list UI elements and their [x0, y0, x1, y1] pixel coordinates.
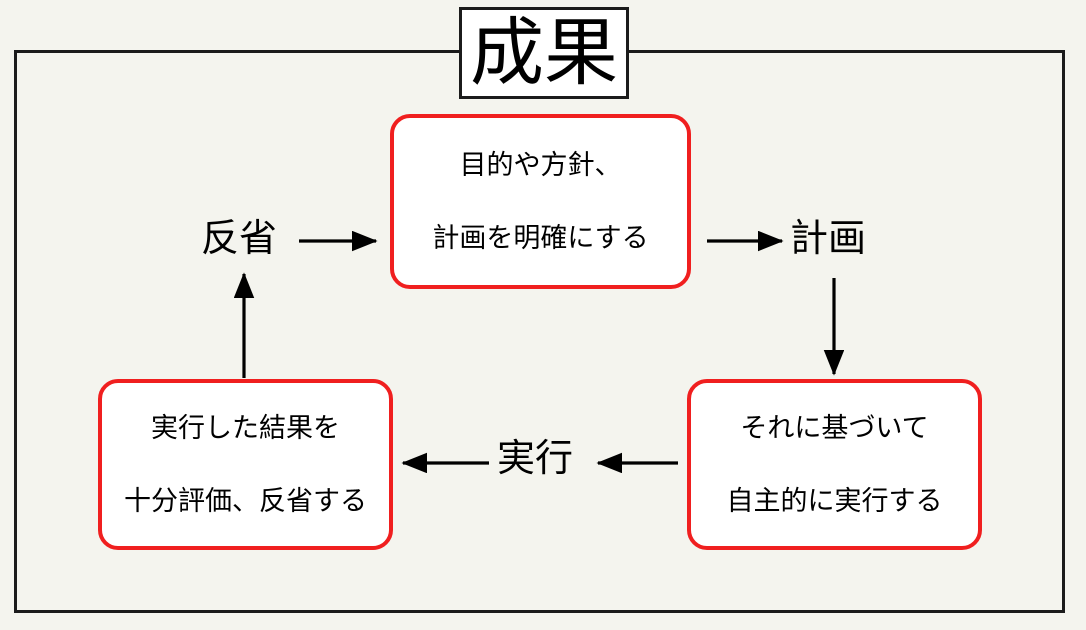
node-do[interactable]: それに基づいて 自主的に実行する	[687, 379, 982, 550]
node-do-line-2: 自主的に実行する	[726, 485, 943, 516]
stage-label-jikkou: 実行	[497, 438, 574, 480]
node-plan[interactable]: 目的や方針、 計画を明確にする	[390, 114, 691, 289]
node-plan-line-1: 目的や方針、	[459, 149, 622, 180]
node-do-line-1: それに基づいて	[740, 412, 929, 443]
node-plan-line-2: 計画を明確にする	[432, 222, 649, 253]
stage-label-hansei: 反省	[201, 218, 278, 260]
stage-label-keikaku: 計画	[790, 218, 867, 260]
node-check-line-1: 実行した結果を	[151, 412, 340, 443]
diagram-title-box: 成果	[459, 7, 629, 99]
node-check[interactable]: 実行した結果を 十分評価、反省する	[98, 379, 393, 550]
diagram-title: 成果	[470, 11, 618, 94]
node-check-line-2: 十分評価、反省する	[124, 485, 367, 516]
